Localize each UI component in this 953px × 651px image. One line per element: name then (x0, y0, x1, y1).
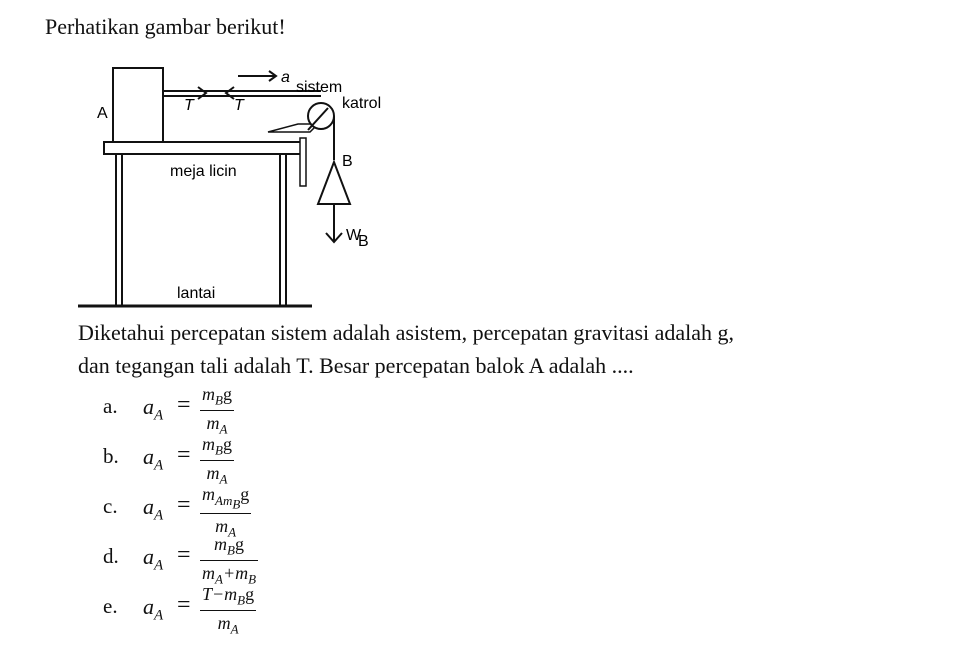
numerator: mAmBg (200, 484, 252, 515)
acc-arrow-head (268, 70, 278, 82)
label-t-left: T (184, 97, 195, 114)
fraction: mBg mA+mB (200, 534, 259, 587)
label-a: A (97, 105, 108, 122)
label-acc-sub: sistem (296, 79, 342, 96)
label-b: B (342, 153, 353, 170)
question-text: Diketahui percepatan sistem adalah asist… (78, 316, 868, 382)
option-lhs: aA (143, 594, 164, 624)
equals-sign: = (177, 492, 191, 518)
table-top (103, 141, 305, 155)
numerator: mBg (200, 434, 234, 461)
fraction: mBg mA (200, 434, 234, 487)
option-lhs: aA (143, 544, 164, 574)
question-line-2: dan tegangan tali adalah T. Besar percep… (78, 353, 634, 378)
label-w-sub: B (358, 233, 369, 250)
denominator: mA (206, 462, 228, 487)
option-lhs: aA (143, 394, 164, 424)
numerator: T−mBg (200, 584, 257, 611)
equals-sign: = (177, 542, 191, 568)
weight-arrow-head (325, 232, 343, 244)
pulley-bracket (299, 137, 307, 187)
option-letter: c. (103, 494, 118, 518)
option-d[interactable]: d. aA = mBg mA+mB (103, 534, 503, 586)
equals-sign: = (177, 442, 191, 468)
label-t-right: T (234, 97, 245, 114)
question-line-1: Diketahui percepatan sistem adalah asist… (78, 320, 735, 345)
intro-text: Perhatikan gambar berikut! (45, 14, 286, 39)
fraction: T−mBg mA (200, 584, 257, 637)
denominator: mA+mB (202, 562, 257, 587)
option-b[interactable]: b. aA = mBg mA (103, 434, 503, 486)
label-lantai: lantai (177, 285, 215, 302)
equals-sign: = (177, 592, 191, 618)
numerator: mBg (200, 534, 259, 561)
denominator: mA (206, 412, 228, 437)
fraction: mBg mA (200, 384, 234, 437)
option-lhs: aA (143, 494, 164, 524)
physics-figure: A T T a sistem katrol B W B meja licin l… (70, 58, 390, 313)
option-a[interactable]: a. aA = mBg mA (103, 384, 503, 436)
option-c[interactable]: c. aA = mAmBg mA (103, 484, 503, 540)
option-lhs: aA (143, 444, 164, 474)
denominator: mA (215, 516, 237, 540)
numerator: mBg (200, 384, 234, 411)
label-meja: meja licin (170, 163, 237, 180)
option-e[interactable]: e. aA = T−mBg mA (103, 584, 503, 636)
denominator: mA (217, 612, 239, 637)
label-w: W (346, 227, 362, 244)
fraction: mAmBg mA (200, 484, 252, 541)
option-letter: a. (103, 394, 118, 418)
equals-sign: = (177, 392, 191, 418)
option-letter: b. (103, 444, 119, 468)
block-a (112, 67, 164, 143)
pulley-axle (307, 107, 329, 131)
label-acc: a (281, 69, 290, 86)
tension-arrow-right (197, 86, 208, 100)
pulley-diagram: A T T a sistem katrol B W B meja licin l… (78, 67, 381, 308)
label-katrol: katrol (342, 95, 381, 112)
option-letter: d. (103, 544, 119, 568)
tension-arrow-left (224, 86, 235, 100)
option-letter: e. (103, 594, 118, 618)
